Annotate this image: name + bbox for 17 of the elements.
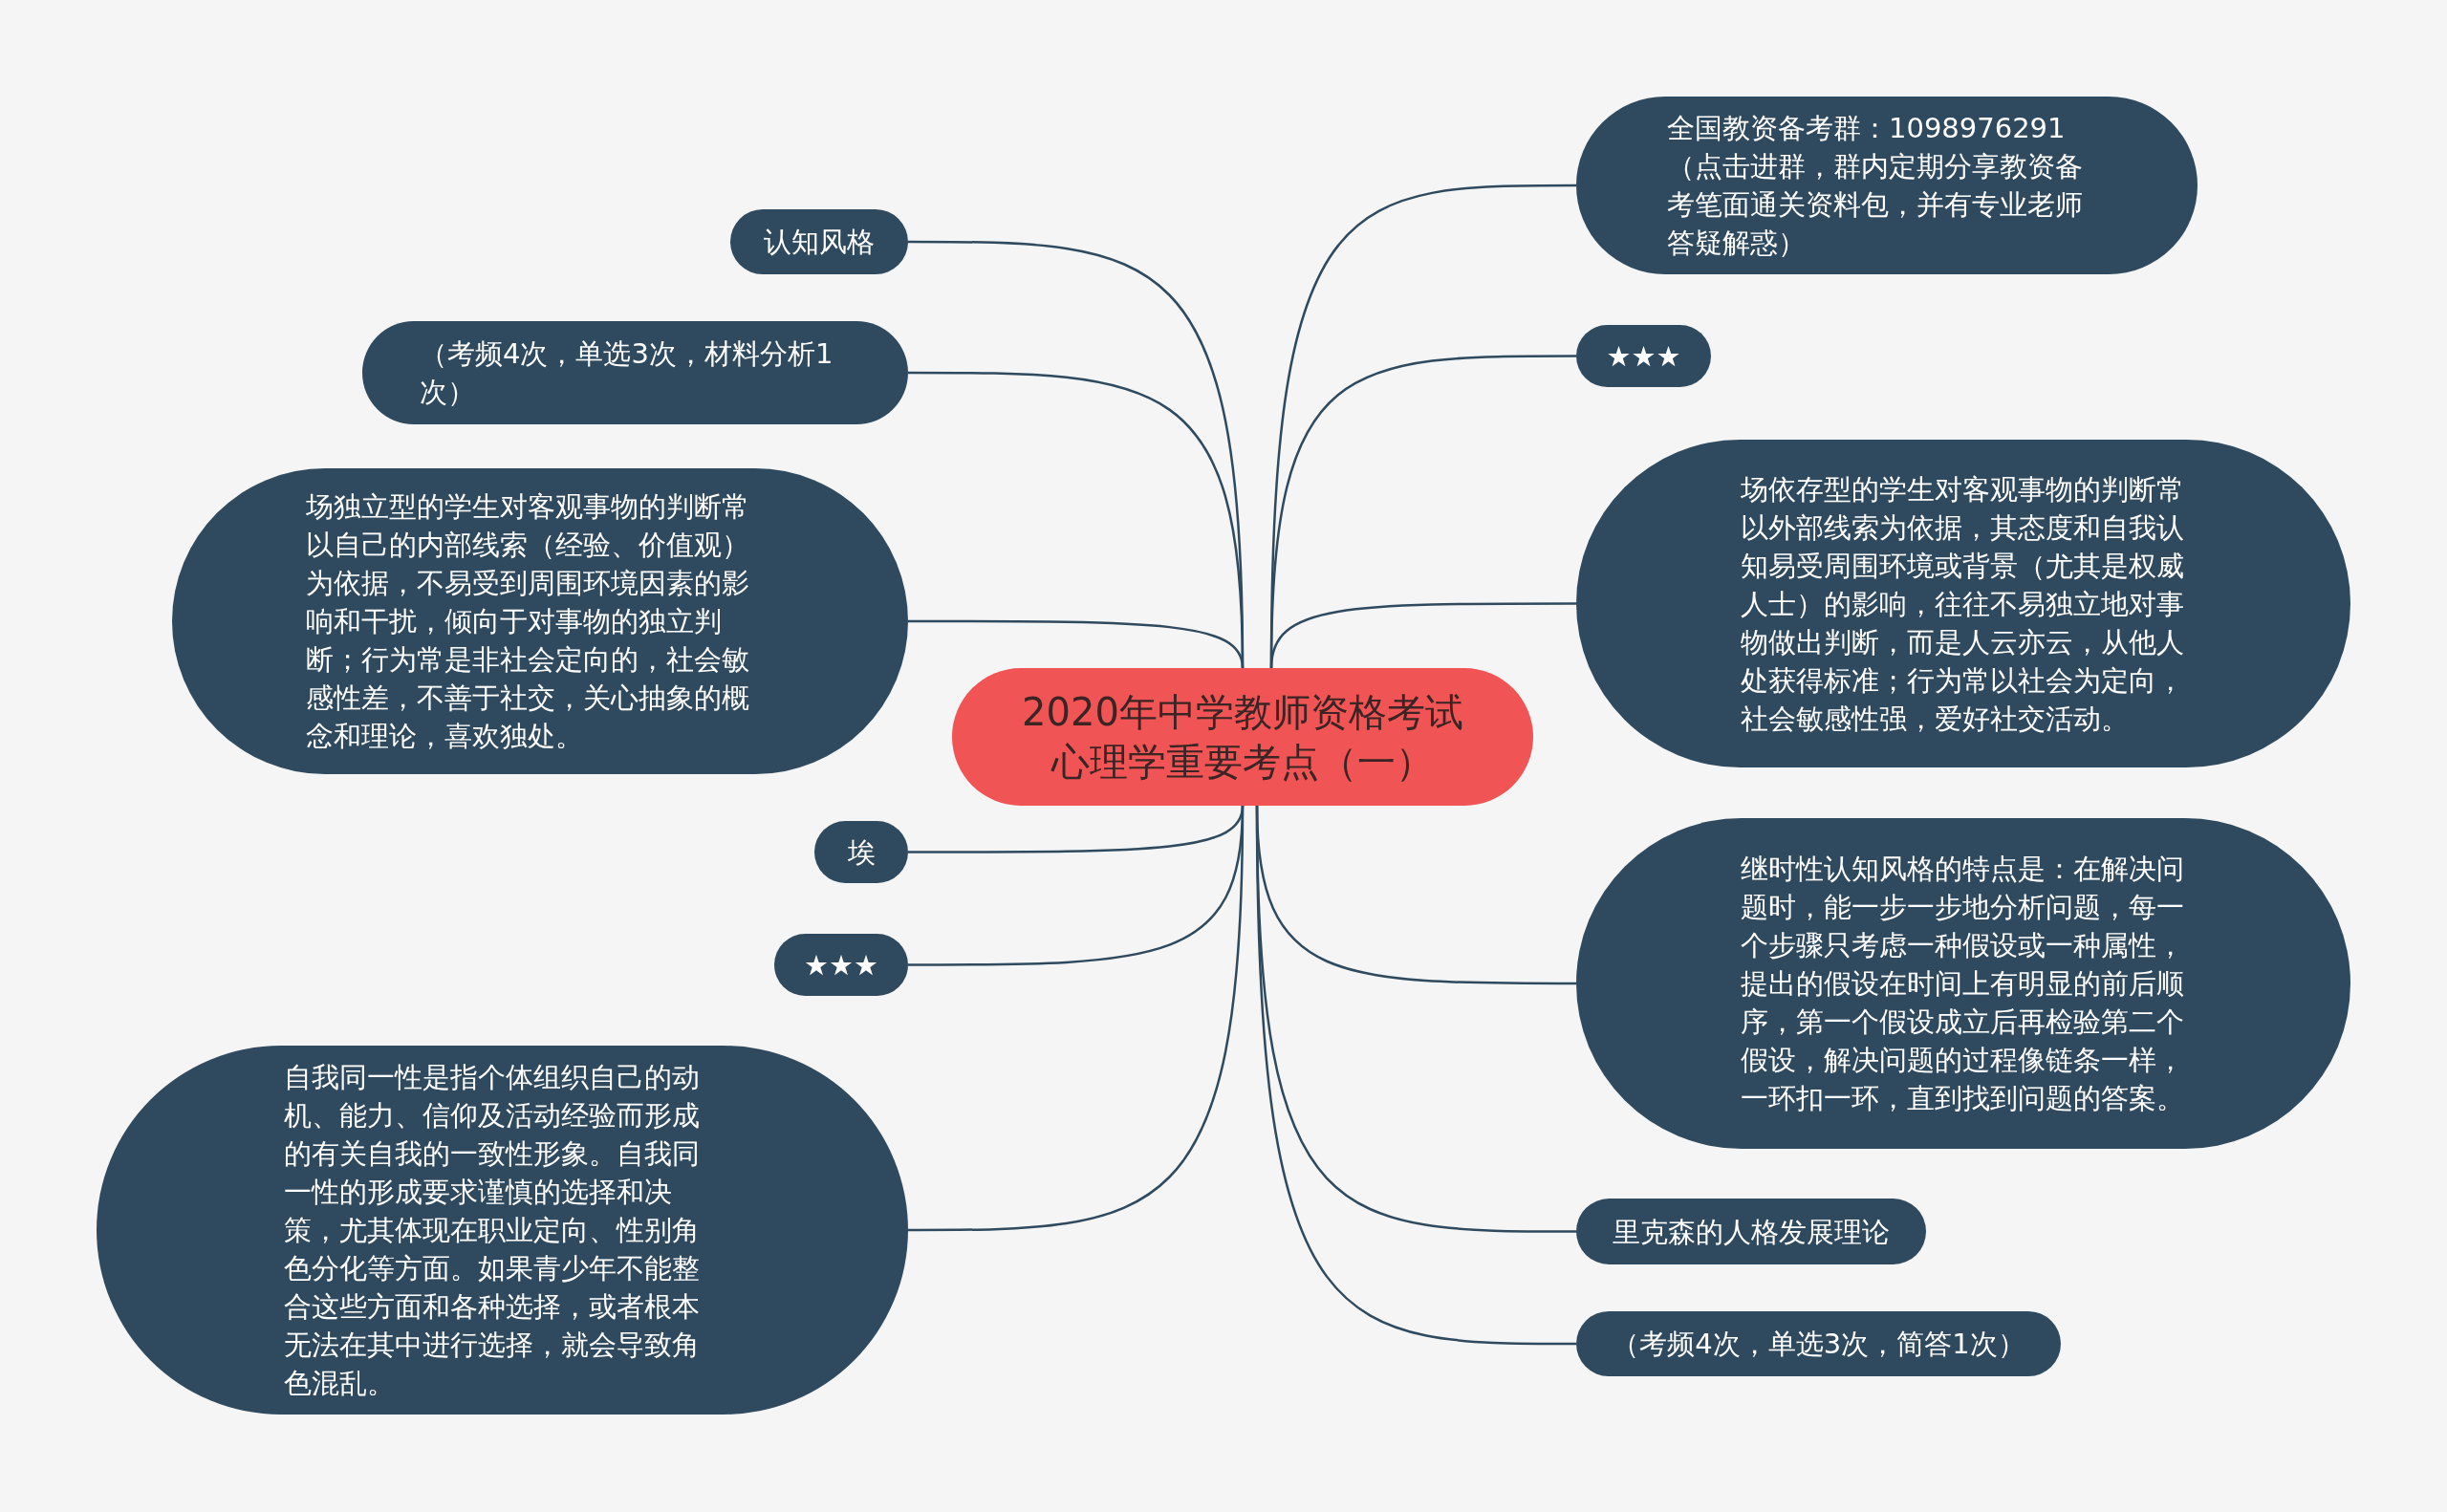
topic-box: 场依存型的学生对客观事物的判断常以外部线索为依据，其态度和自我认知易受周围环境或背景（尤其是权威人士）的影响，往往不易独立地对事物做出判断，而是人云亦云，从他人处获得标准；行为常以社会为定向，社会敏感性强，爱好社交活动。: [1576, 440, 2350, 767]
connector-line: [1255, 806, 1576, 1346]
connector-line: [908, 805, 1245, 1232]
topic-box: （考频4次，单选3次，材料分析1次）: [362, 321, 908, 424]
topic-box: （考频4次，单选3次，简答1次）: [1576, 1311, 2061, 1376]
topic-box: 继时性认知风格的特点是：在解决问题时，能一步一步地分析问题，每一个步骤只考虑一种假设或一种属性，提出的假设在时间上有明显的前后顺序，第一个假设成立后再检验第二个假设，解决问题的过程像链条一样，一环扣一环，直到找到问题的答案。: [1576, 818, 2350, 1149]
topic-box: ★★★: [774, 934, 908, 996]
central-topic: 2020年中学教师资格考试心理学重要考点（一）: [952, 668, 1533, 806]
connector-line: [908, 619, 1245, 669]
topic-box: 自我同一性是指个体组织自己的动机、能力、信仰及活动经验而形成的有关自我的一致性形象。自我同一性的形成要求谨慎的选择和决策，尤其体现在职业定向、性别角色分化等方面。如果青少年不能整合这些方面和各种选择，或者根本无法在其中进行选择，就会导致角色混乱。: [97, 1046, 908, 1415]
topic-box: 全国教资备考群：1098976291（点击进群，群内定期分享教资备考笔面通关资料包，并有专业老师答疑解惑）: [1576, 97, 2198, 274]
connector-line: [1269, 602, 1576, 669]
topic-box: 埃: [814, 821, 908, 883]
topic-box: 里克森的人格发展理论: [1576, 1199, 1926, 1264]
topic-box: 认知风格: [730, 209, 908, 274]
topic-box: 场独立型的学生对客观事物的判断常以自己的内部线索（经验、价值观）为依据，不易受到周围环境因素的影响和干扰，倾向于对事物的独立判断；行为常是非社会定向的，社会敏感性差，不善于社交，关心抽象的概念和理论，喜欢独处。: [172, 468, 908, 774]
topic-box: ★★★: [1576, 325, 1711, 387]
